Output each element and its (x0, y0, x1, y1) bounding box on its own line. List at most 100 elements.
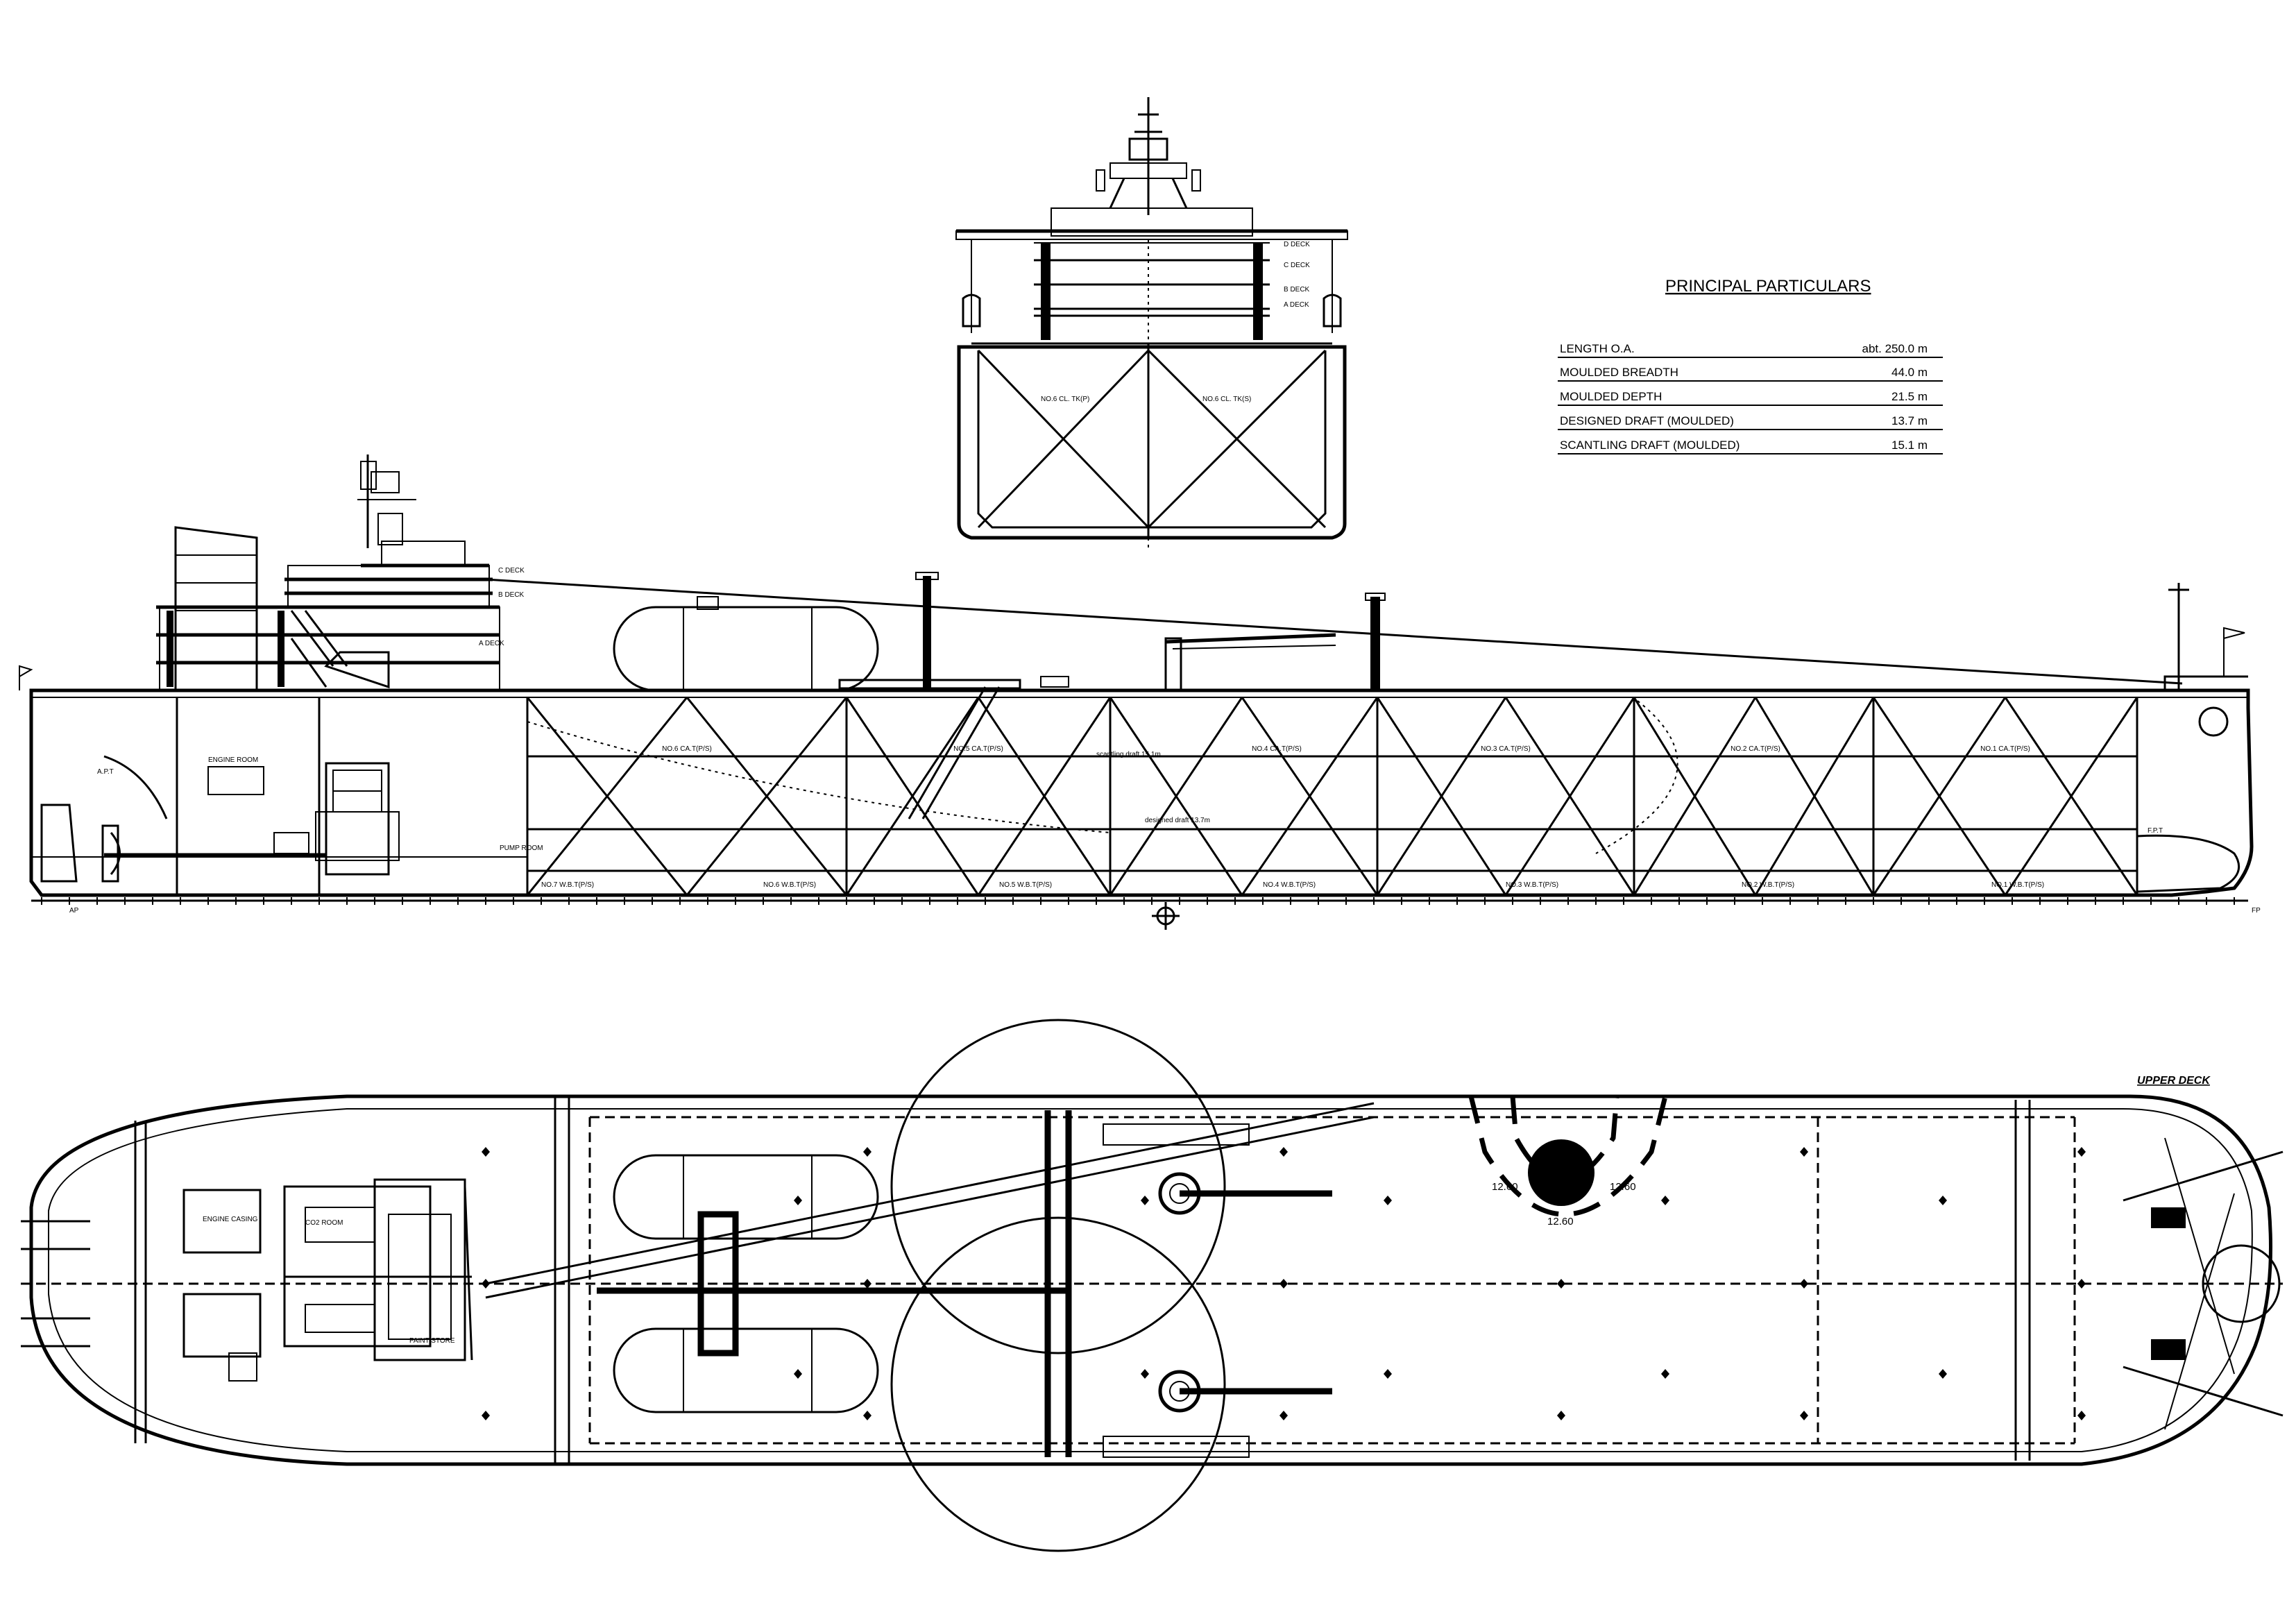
crane-slew-circle-starboard (890, 1216, 1226, 1552)
deck-fitting (482, 1147, 490, 1157)
profile-room-label: A.P.T (97, 768, 114, 776)
accommodation-block (156, 541, 500, 691)
upper-deck-room-label: CO2 ROOM (305, 1219, 343, 1227)
deck-fitting (863, 1411, 871, 1420)
midship-deck-label: C DECK (1284, 262, 1310, 269)
deck-fitting (1279, 1411, 1288, 1420)
upper-deck-accommodation: ENGINE CASING CO2 ROOM PAINT STORE (182, 1178, 473, 1382)
profile-cargo-tank-label: NO.3 CA.T(P/S) (1481, 745, 1531, 753)
profile-transverse-bulkheads (176, 697, 2138, 895)
profile-ballast-tank-label: NO.1 W.B.T(P/S) (1991, 881, 2044, 889)
deck-fitting (1557, 1279, 1565, 1289)
deck-storage-tank (613, 606, 879, 692)
turret-contour-inner (1510, 1096, 1619, 1182)
deck-fitting (794, 1369, 802, 1379)
profile-cargo-tank-label: NO.6 CA.T(P/S) (662, 745, 712, 753)
midship-wheelhouse (1051, 207, 1253, 237)
profile-view: C DECK B DECK A DECK (19, 454, 2261, 930)
turret-opening (1528, 1139, 1595, 1206)
pp-value-scantling-draft: 15.1 m (1891, 439, 1928, 452)
deck-fitting (1557, 1147, 1565, 1157)
profile-mast (357, 454, 416, 548)
deck-fitting (1141, 1369, 1149, 1379)
deck-fitting (1384, 1196, 1392, 1205)
pp-value-breadth: 44.0 m (1891, 366, 1928, 379)
deck-fitting (794, 1196, 802, 1205)
upper-deck-room-label: PAINT STORE (409, 1337, 455, 1345)
hose-handling-crane (1164, 633, 1336, 692)
profile-cargo-tank-label: NO.2 CA.T(P/S) (1730, 745, 1780, 753)
deck-fitting (1800, 1411, 1808, 1420)
profile-ballast-tank-label: NO.3 W.B.T(P/S) (1506, 881, 1558, 889)
bow-mooring-equipment (2123, 1137, 2284, 1430)
deck-fitting (1279, 1147, 1288, 1157)
profile-draft-note: designed draft 13.7m (1145, 817, 1210, 824)
profile-deck-label: C DECK (498, 567, 525, 575)
profile-ballast-tank-label: NO.6 W.B.T(P/S) (763, 881, 816, 889)
turret-contour-label: 12.60 (1547, 1216, 1574, 1227)
midship-tank-label: NO.6 CL. TK(P) (1041, 396, 1089, 403)
profile-cargo-tank-label: NO.5 CA.T(P/S) (953, 745, 1003, 753)
midship-mast (1089, 97, 1207, 215)
deck-fitting (482, 1411, 490, 1420)
upper-deck-outline (29, 1094, 2272, 1466)
upper-deck-room-label: ENGINE CASING (203, 1216, 258, 1223)
midship-deck-label: D DECK (1284, 241, 1310, 248)
upper-deck-plan: UPPER DECK (21, 1019, 2284, 1552)
pp-label-length: LENGTH O.A. (1560, 342, 1635, 355)
pp-value-length: abt. 250.0 m (1862, 342, 1928, 355)
profile-tank-bracing (526, 697, 2138, 896)
profile-ballast-tank-label: NO.7 W.B.T(P/S) (541, 881, 594, 889)
engine-room-machinery (104, 762, 400, 876)
propeller-and-rudder (40, 755, 168, 883)
profile-deck-label: B DECK (498, 591, 525, 599)
profile-room-label: F.P.T (2148, 827, 2163, 835)
profile-frame-ticks (41, 897, 2235, 905)
deck-fitting (1661, 1196, 1669, 1205)
deck-fitting (1279, 1279, 1288, 1289)
deck-fitting (1557, 1411, 1565, 1420)
profile-room-label: ENGINE ROOM (208, 756, 258, 764)
pp-label-breadth: MOULDED BREADTH (1560, 366, 1678, 379)
profile-ballast-tank-label: NO.4 W.B.T(P/S) (1263, 881, 1316, 889)
midship-symbol (1152, 902, 1180, 930)
profile-room-label: PUMP ROOM (500, 844, 543, 852)
midship-section-view: D DECK C DECK B DECK A DECK NO.6 CL. TK(… (955, 97, 1348, 548)
pp-label-designed-draft: DESIGNED DRAFT (MOULDED) (1560, 414, 1734, 427)
principal-particulars-table: PRINCIPAL PARTICULARS LENGTH O.A. abt. 2… (1558, 277, 1943, 454)
profile-cargo-tank-label: NO.4 CA.T(P/S) (1252, 745, 1302, 753)
midship-tank-label: NO.6 CL. TK(S) (1202, 396, 1251, 403)
midship-hull-outline (957, 345, 1347, 540)
deck-tank-port (613, 1154, 879, 1240)
upper-deck-title: UPPER DECK (2137, 1075, 2211, 1087)
deck-tank-starboard (613, 1327, 879, 1413)
turret-contour-label: 12.60 (1610, 1181, 1636, 1193)
pp-value-depth: 21.5 m (1891, 390, 1928, 403)
deck-fitting (863, 1147, 871, 1157)
crane-slew-circle-port (890, 1019, 1226, 1354)
deck-fitting (1800, 1279, 1808, 1289)
deck-fitting (1939, 1196, 1947, 1205)
profile-cargo-tank-label: NO.1 CA.T(P/S) (1980, 745, 2030, 753)
principal-particulars-title: PRINCIPAL PARTICULARS (1665, 277, 1871, 296)
profile-hull-outline (29, 688, 2254, 897)
midship-deck-label: B DECK (1284, 286, 1310, 294)
pp-value-designed-draft: 13.7 m (1891, 414, 1928, 427)
turret-contour-label: 12.60 (1492, 1181, 1518, 1193)
deck-fitting (2077, 1411, 2086, 1420)
profile-draft-note: scantling draft 15.1m (1096, 751, 1161, 758)
profile-fp-mark: FP (2252, 907, 2261, 915)
profile-ballast-tank-label: NO.2 W.B.T(P/S) (1742, 881, 1794, 889)
profile-ap-mark: AP (69, 907, 79, 915)
deck-fitting (1384, 1369, 1392, 1379)
profile-deck-label: A DECK (479, 640, 504, 647)
deck-fitting (1939, 1369, 1947, 1379)
deck-fitting (1800, 1147, 1808, 1157)
pp-label-scantling-draft: SCANTLING DRAFT (MOULDED) (1560, 439, 1740, 452)
pp-label-depth: MOULDED DEPTH (1560, 390, 1662, 403)
deck-fitting (2077, 1147, 2086, 1157)
deck-fitting (1141, 1196, 1149, 1205)
deck-fitting (863, 1279, 871, 1289)
deck-fittings (482, 1147, 2086, 1420)
